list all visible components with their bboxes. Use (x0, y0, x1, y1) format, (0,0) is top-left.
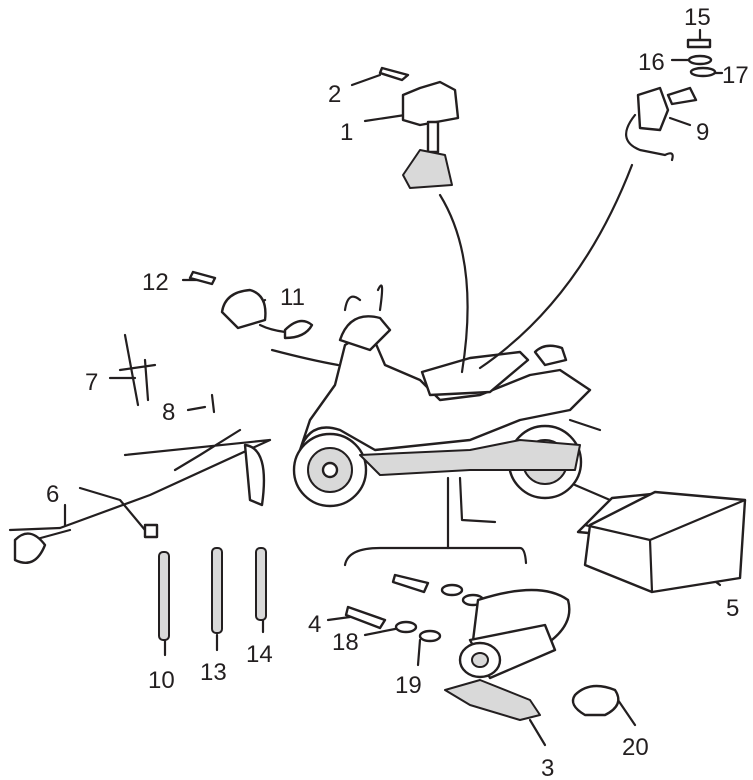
callout-labels: 1 2 3 4 5 6 7 8 9 10 11 12 13 14 15 16 1… (46, 4, 749, 780)
part-battery-box (576, 490, 747, 594)
callout-2: 2 (328, 81, 341, 108)
callout-18: 18 (332, 629, 359, 656)
scooter-illustration (292, 284, 602, 524)
callout-17: 17 (722, 62, 749, 89)
callout-4: 4 (308, 611, 321, 638)
callout-1: 1 (340, 119, 353, 146)
callout-7: 7 (85, 369, 98, 396)
part-muffler-kit (344, 573, 620, 721)
callout-20: 20 (622, 734, 649, 761)
callout-10: 10 (148, 667, 175, 694)
callout-12: 12 (142, 269, 169, 296)
leader-lines (63, 28, 724, 747)
callout-13: 13 (200, 659, 227, 686)
callout-3: 3 (541, 755, 554, 780)
part-tubes (158, 547, 267, 641)
callout-14: 14 (246, 641, 273, 668)
callout-6: 6 (46, 481, 59, 508)
part-handlebar-switch (188, 270, 314, 340)
part-switch-assembly (625, 38, 717, 162)
callout-9: 9 (696, 119, 709, 146)
part-cdi-seat (378, 66, 460, 189)
callout-11: 11 (280, 284, 305, 311)
callout-5: 5 (726, 595, 739, 622)
part-wiring (8, 333, 272, 565)
callout-15: 15 (684, 4, 711, 31)
callout-19: 19 (395, 672, 422, 699)
callout-8: 8 (162, 399, 175, 426)
callout-16: 16 (638, 49, 665, 76)
